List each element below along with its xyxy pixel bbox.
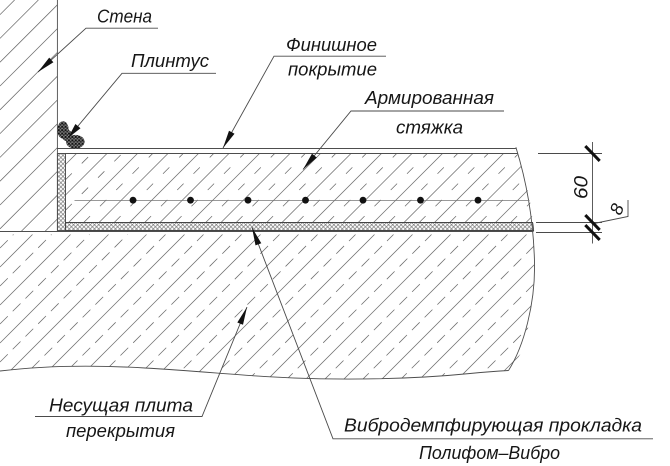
svg-text:Стена: Стена — [97, 5, 152, 26]
svg-text:60: 60 — [572, 176, 593, 199]
svg-text:Плинтус: Плинтус — [131, 50, 210, 71]
svg-text:покрытие: покрытие — [288, 58, 377, 79]
svg-text:Несущая плита: Несущая плита — [49, 395, 193, 416]
svg-text:Финишное: Финишное — [286, 34, 377, 55]
svg-text:перекрытия: перекрытия — [66, 420, 175, 441]
svg-text:Армированная: Армированная — [364, 87, 494, 108]
svg-text:Вибродемпфирующая прокладка: Вибродемпфирующая прокладка — [344, 415, 642, 436]
svg-text:Полифом–Вибро: Полифом–Вибро — [419, 442, 560, 463]
svg-text:стяжка: стяжка — [396, 117, 463, 138]
